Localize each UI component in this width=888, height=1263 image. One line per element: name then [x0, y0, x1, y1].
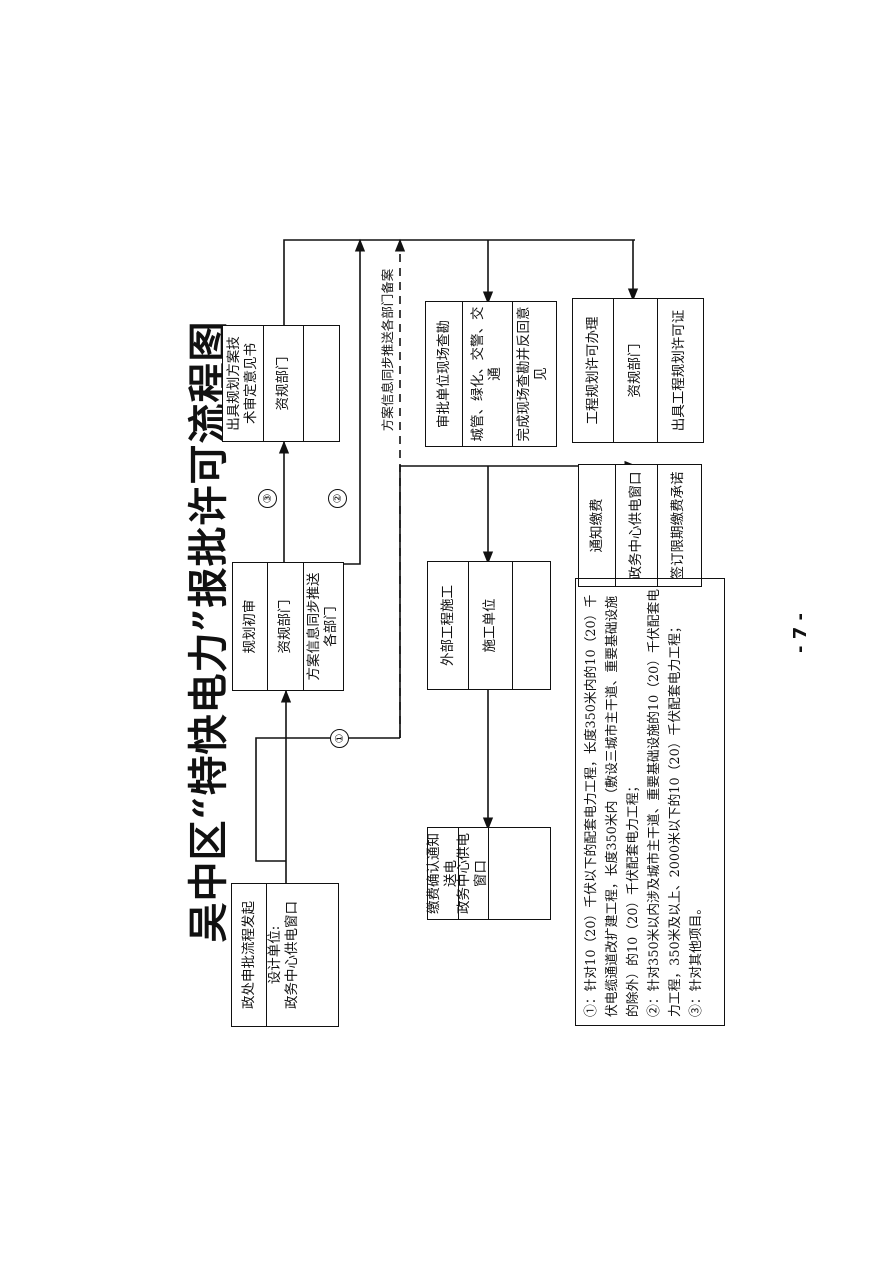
route-notes: ①：针对10（20）千伏以下的配套电力工程，长度350米内的10（20）千伏电缆… — [575, 578, 725, 1026]
node-construction-actor: 施工单位 — [481, 598, 498, 653]
node-permit: 工程规划许可办理 资规部门 出具工程规划许可证 — [572, 298, 704, 443]
route-note-1: ①：针对10（20）千伏以下的配套电力工程，长度350米内的10（20）千伏电缆… — [584, 594, 641, 1017]
node-initiate-step: 政处申批流程发起 — [240, 901, 257, 1009]
node-joint-survey-step: 审批单位现场查勘 — [435, 320, 452, 428]
node-construction: 外部工程施工 施工单位 — [427, 561, 551, 690]
node-notify-note: 签订限期缴费承诺 — [669, 471, 686, 580]
node-payment-step: 缴费确认通知送电 — [426, 833, 459, 914]
node-initiate-place: 政务中心供电窗口 — [284, 901, 300, 1009]
node-joint-survey-actor: 城管、绿化、交警、交通 — [470, 306, 503, 442]
node-plan-review: 规划初审 资规部门 方案信息同步推送各部门 — [232, 562, 344, 691]
node-payment-actor: 政务中心供电窗口 — [456, 833, 489, 914]
node-tech-review: 出具规划方案技术审定意见书 资规部门 — [222, 325, 340, 442]
node-initiate-actor: 设计单位: — [267, 925, 283, 985]
route-label-2: ② — [328, 489, 347, 508]
node-tech-review-actor: 资规部门 — [274, 356, 291, 411]
node-plan-review-actor: 资规部门 — [276, 599, 293, 654]
node-payment: 缴费确认通知送电 政务中心供电窗口 — [426, 827, 551, 920]
node-permit-note: 出具工程规划许可证 — [670, 309, 687, 432]
node-construction-step: 外部工程施工 — [439, 585, 456, 666]
node-notify-step: 通知缴费 — [588, 498, 605, 553]
node-joint-survey: 审批单位现场查勘 城管、绿化、交警、交通 完成现场查勘并反回意见 — [425, 301, 557, 447]
edge-route1 — [255, 737, 400, 862]
node-initiate: 政处申批流程发起 设计单位: 政务中心供电窗口 — [231, 883, 339, 1027]
node-plan-review-note: 方案信息同步推送各部门 — [306, 572, 339, 681]
node-plan-review-step: 规划初审 — [241, 599, 258, 654]
node-joint-survey-note: 完成现场查勘并反回意见 — [516, 306, 549, 442]
node-permit-step: 工程规划许可办理 — [584, 316, 601, 425]
sync-channel-label: 方案信息同步推送各部门备案 — [380, 268, 395, 432]
node-notify: 通知缴费 政务中心供电窗口 签订限期缴费承诺 — [578, 464, 702, 587]
route-note-3: ③：针对其他项目。 — [689, 901, 704, 1017]
node-notify-actor: 政务中心供电窗口 — [627, 471, 644, 580]
route-label-3: ③ — [258, 489, 277, 508]
route-label-1: ① — [330, 729, 349, 748]
node-tech-review-step: 出具规划方案技术审定意见书 — [226, 336, 259, 431]
route-note-2: ②：针对350米以内涉及城市主干道、重要基础设施的10（20）千伏配套电力工程，… — [647, 588, 683, 1017]
edge-tech-to-top — [283, 239, 635, 327]
node-permit-actor: 资规部门 — [626, 343, 643, 398]
page-number: - 7 - — [790, 613, 811, 653]
